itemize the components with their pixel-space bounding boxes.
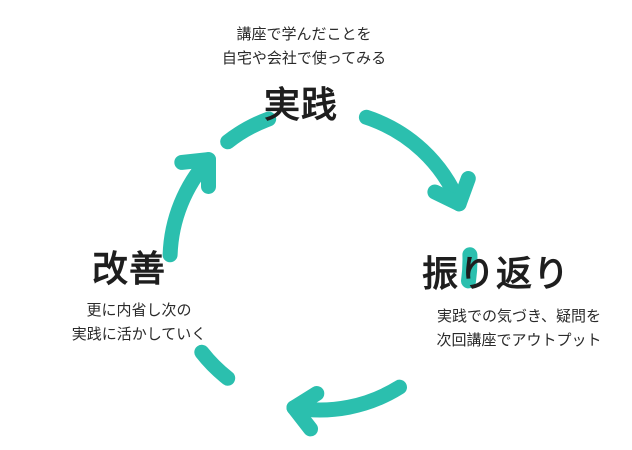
arc-practice-to-reflection xyxy=(358,109,467,212)
reflection-desc-line-2: 次回講座でアウトプット xyxy=(436,331,602,349)
practice-description: 講座で学んだことを 自宅や会社で使ってみる xyxy=(196,22,412,70)
reflection-desc-line-1: 実践での気づき、疑問を xyxy=(437,307,601,325)
arc-segment-right xyxy=(461,247,478,289)
arc-segment-top-left xyxy=(220,111,277,150)
reflection-description: 実践での気づき、疑問を 次回講座でアウトプット xyxy=(413,304,625,352)
improvement-description: 更に内省し次の 実践に活かしていく xyxy=(54,298,224,346)
reflection-title: 振り返り xyxy=(422,254,571,295)
improvement-desc-line-1: 更に内省し次の xyxy=(86,301,192,319)
practice-desc-line-1: 講座で学んだことを xyxy=(236,25,372,43)
arc-segment-bottom-left xyxy=(194,344,236,386)
practice-title: 実践 xyxy=(263,85,338,126)
improvement-title: 改善 xyxy=(92,249,167,290)
practice-desc-line-2: 自宅や会社で使ってみる xyxy=(221,49,387,67)
improvement-desc-line-2: 実践に活かしていく xyxy=(71,325,207,343)
arrowhead-to-reflection xyxy=(427,171,476,212)
arrowhead-to-improvement xyxy=(286,386,325,437)
arrowhead-to-practice xyxy=(174,152,216,194)
